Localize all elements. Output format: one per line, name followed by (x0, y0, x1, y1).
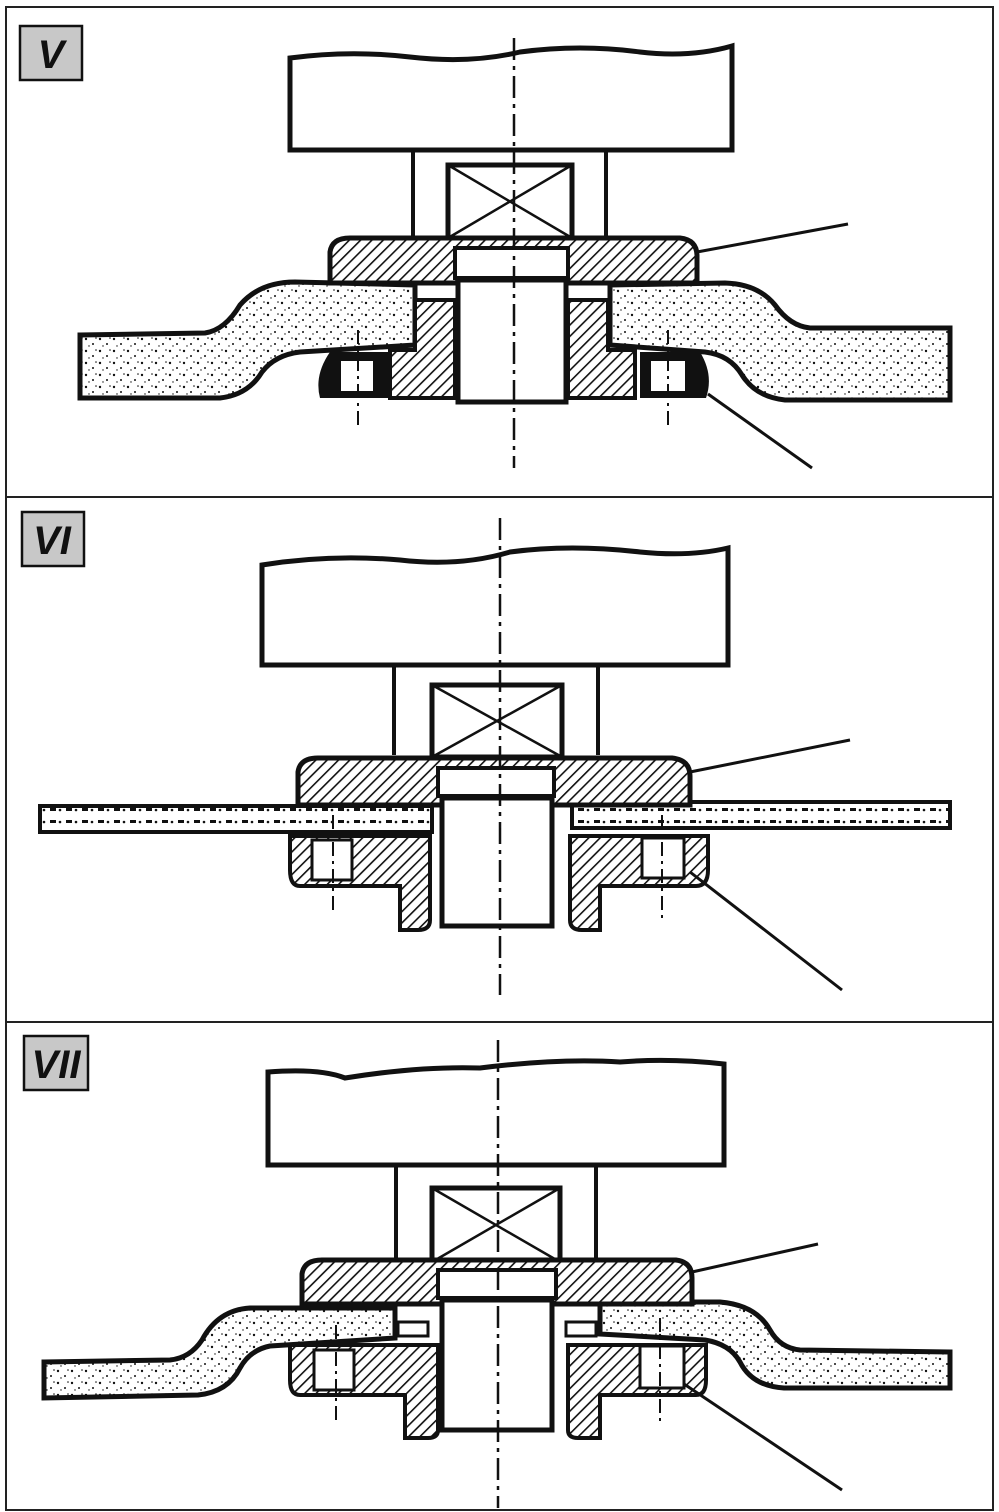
spacer-ring-right (564, 1320, 598, 1338)
figure-frame (5, 6, 994, 1511)
grinding-disc-right (597, 1299, 953, 1391)
panel-label-v: V (38, 33, 68, 77)
leader-line-upper (696, 222, 849, 254)
spacer-ring-left (396, 1320, 430, 1338)
clamp-nut-left (312, 1348, 356, 1392)
flat-disc-left (38, 804, 434, 834)
motor-housing (259, 544, 731, 668)
panel-vi: VI (20, 510, 952, 995)
motor-housing (265, 1057, 727, 1168)
panel-vii: VII (22, 1034, 953, 1508)
spindle (439, 795, 555, 929)
leader-line-upper (691, 1242, 819, 1274)
panel-v: V (18, 24, 953, 470)
spindle (455, 277, 569, 405)
leader-line-lower (707, 392, 813, 470)
leader-line-lower (683, 1382, 843, 1492)
clamp-nut-right (638, 1344, 686, 1390)
spindle-collar (436, 766, 556, 798)
spindle-collar (453, 246, 570, 280)
leader-line-lower (689, 870, 843, 992)
motor-housing (287, 42, 735, 153)
flange-lower (288, 1343, 440, 1440)
leader-line-upper (689, 738, 851, 774)
flange-lower-right (568, 834, 710, 932)
flat-disc-right (570, 800, 952, 830)
panel-label-vi: VI (33, 519, 72, 563)
grinding-disc-left (41, 1305, 398, 1401)
panel-label-vii: VII (32, 1043, 82, 1087)
